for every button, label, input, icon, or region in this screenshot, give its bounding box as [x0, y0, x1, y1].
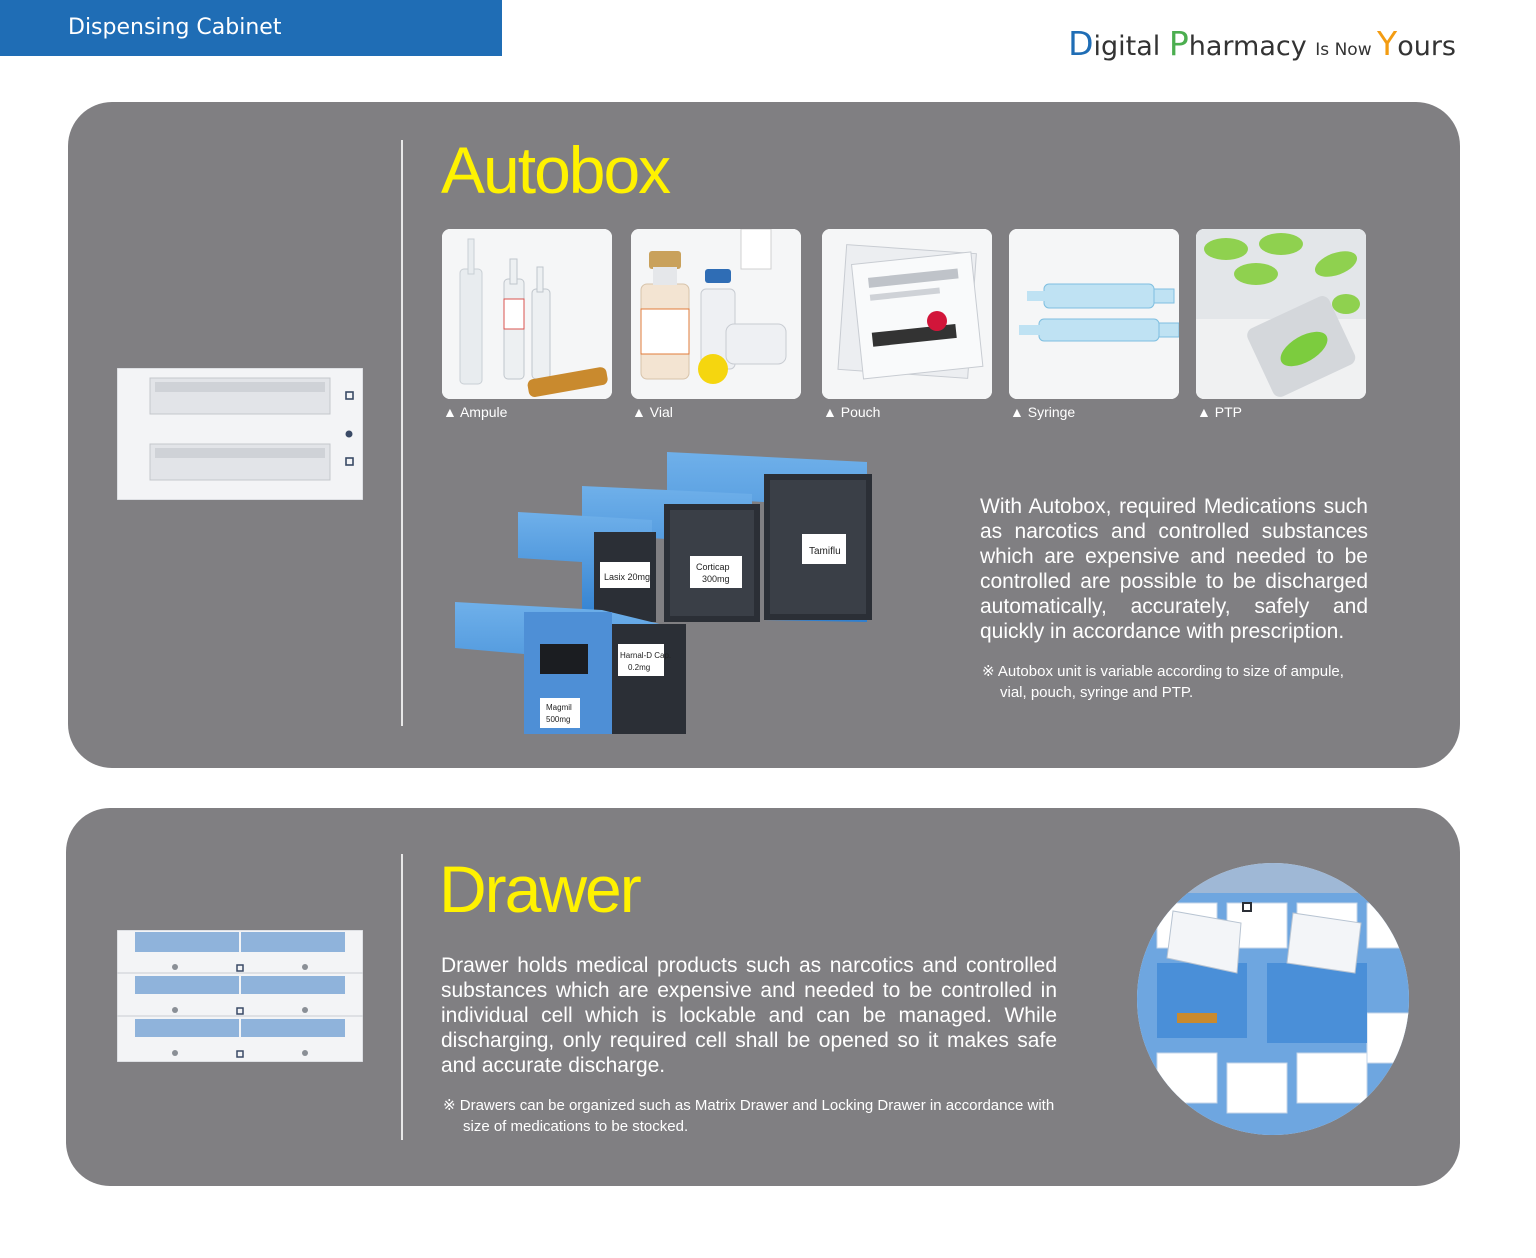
tagline-y: Y [1377, 24, 1398, 63]
ptp-label: ▲ PTP [1197, 404, 1242, 420]
harnal-tag: Harnal-D Cap. [620, 651, 671, 660]
ptp-photo [1196, 229, 1366, 399]
pouch-photo [822, 229, 992, 399]
tagline-p: P [1168, 24, 1189, 63]
syringe-photo [1009, 229, 1179, 399]
autobox-units-illustration: Tamiflu Corticap 300mg Lasix 20mg Harnal… [455, 452, 872, 734]
vial-photo [631, 229, 801, 399]
lasix-tag: Lasix 20mg [604, 572, 650, 582]
drawer-description: Drawer holds medical products such as na… [441, 954, 1057, 1077]
drawer-title: Drawer [439, 852, 642, 926]
section-tab-label: Dispensing Cabinet [68, 15, 282, 40]
drawer-front-illustration [117, 930, 363, 1062]
section-tab: Dispensing Cabinet [0, 0, 502, 56]
tagline-pharmacy: harmacy [1188, 31, 1316, 62]
drawer-note: ※ Drawers can be organized such as Matri… [443, 1097, 1055, 1135]
tagline-digital: igital [1093, 31, 1169, 62]
vial-label: ▲ Vial [632, 404, 673, 420]
tamiflu-tag: Tamiflu [809, 546, 841, 557]
ampule-label: ▲ Ampule [443, 404, 508, 420]
tagline-yours: ours [1397, 31, 1456, 62]
magmil-dose-tag: 500mg [546, 715, 570, 724]
harnal-dose-tag: 0.2mg [628, 663, 650, 672]
autobox-description: With Autobox, required Medications such … [980, 495, 1368, 643]
drawer-cells-photo [1137, 863, 1409, 1135]
drawer-divider [401, 854, 403, 1140]
magmil-tag: Magmil [546, 703, 572, 712]
autobox-note: ※ Autobox unit is variable according to … [982, 663, 1344, 701]
tagline-d: D [1068, 24, 1094, 63]
autobox-title: Autobox [441, 133, 671, 207]
tagline-now: Now [1334, 40, 1378, 60]
autobox-divider [401, 140, 403, 726]
pouch-label: ▲ Pouch [823, 404, 881, 420]
autobox-front-illustration [117, 368, 363, 500]
tagline-is: Is [1315, 40, 1335, 60]
ampule-photo [442, 229, 612, 399]
corticap-dose-tag: 300mg [702, 574, 730, 584]
syringe-label: ▲ Syringe [1010, 404, 1076, 420]
tagline: Digital Pharmacy Is Now Yours [1068, 24, 1456, 63]
corticap-tag: Corticap [696, 562, 730, 572]
